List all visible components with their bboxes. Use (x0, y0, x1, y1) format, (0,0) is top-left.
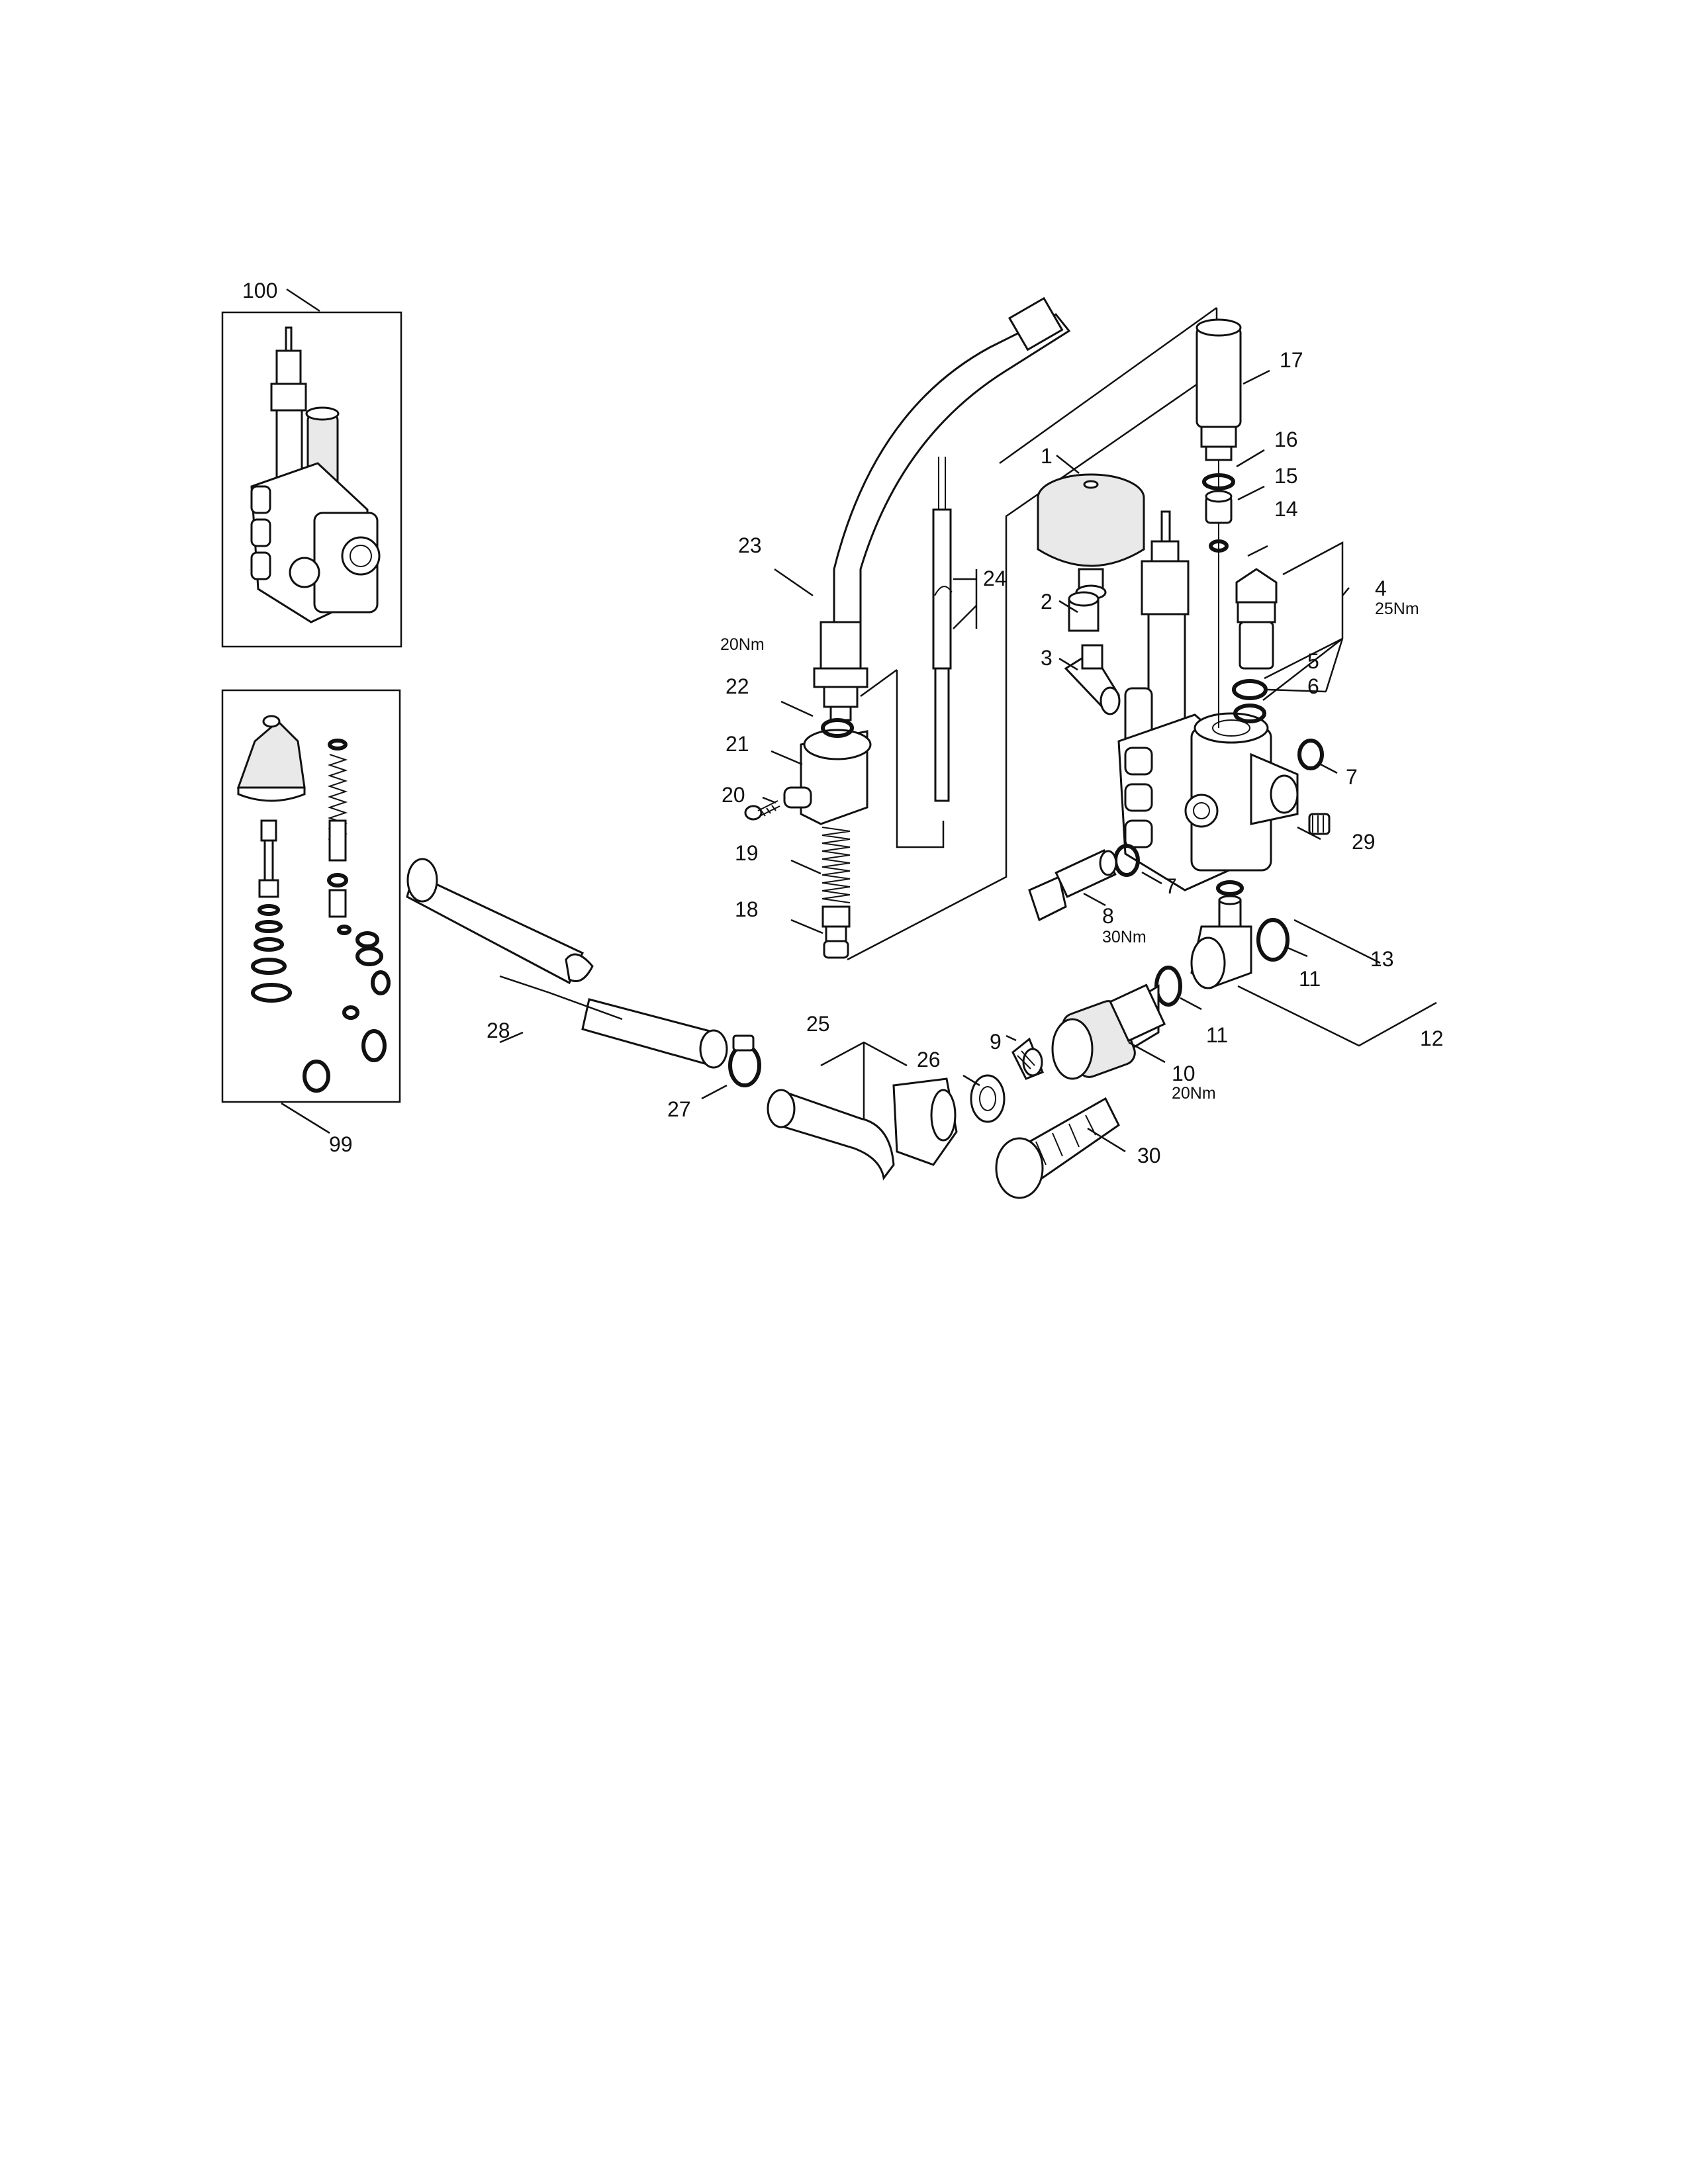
callout-99: 99 (329, 1132, 353, 1156)
callout-19: 19 (735, 841, 759, 865)
callout-24: 24 (983, 567, 1007, 590)
banjo-bolt-8-icon (1028, 848, 1117, 922)
o-ring-16 (1202, 473, 1235, 490)
o-ring-14 (1209, 539, 1229, 553)
elbow-12-icon (1190, 895, 1252, 989)
callout-10: 10 (1172, 1062, 1196, 1085)
callout-28: 28 (487, 1019, 510, 1042)
callout-11-left: 11 (1206, 1023, 1228, 1047)
callout-18: 18 (735, 897, 759, 921)
callout-13: 13 (1370, 947, 1394, 971)
callout-27: 27 (667, 1097, 691, 1121)
assembly-box-100: 100 (221, 279, 402, 648)
torque-8: 30Nm (1102, 928, 1147, 946)
callout-7-left: 7 (1165, 874, 1177, 898)
callout-5: 5 (1307, 649, 1319, 673)
manifold-21-icon (783, 729, 872, 825)
suction-hose-28-icon (406, 858, 728, 1069)
callout-6: 6 (1307, 674, 1319, 698)
callout-23: 23 (738, 533, 762, 557)
valve-stem-icon (251, 819, 292, 1003)
pressure-accumulator-icon (1037, 473, 1145, 600)
bracket-28 (499, 975, 623, 1021)
torque-4: 25Nm (1375, 600, 1419, 618)
callout-22: 22 (726, 674, 749, 698)
callout-20: 20 (722, 783, 745, 807)
callout-16: 16 (1274, 428, 1298, 451)
screw-29-icon (1308, 813, 1331, 835)
callout-1: 1 (1041, 444, 1053, 468)
callout-17: 17 (1280, 348, 1303, 372)
check-valve-housing-17-icon (1196, 318, 1242, 461)
o-ring-11-right (1256, 918, 1289, 962)
torque-10: 20Nm (1172, 1084, 1216, 1103)
high-pressure-hose-icon (813, 296, 1071, 721)
bracket-21-24-top (860, 668, 898, 698)
valve-block-icon (1117, 510, 1299, 891)
knob-cap-icon (236, 715, 306, 802)
filter-cone-30-icon (995, 1097, 1120, 1199)
callout-11-right: 11 (1299, 967, 1321, 991)
valve-insert-15-icon (1205, 490, 1233, 524)
callout-30: 30 (1137, 1144, 1161, 1167)
callout-7-right: 7 (1346, 765, 1358, 789)
kit-box-99: 99 (221, 689, 401, 1156)
inlet-fitting-10-icon (1051, 983, 1166, 1080)
spring-19-icon (821, 827, 851, 903)
hose-elbow-25-icon (767, 1077, 958, 1181)
o-ring-11-left (1154, 966, 1182, 1007)
callout-26: 26 (917, 1048, 941, 1071)
callout-14: 14 (1274, 497, 1298, 521)
o-ring-22 (821, 718, 854, 738)
callout-12: 12 (1420, 1026, 1444, 1050)
bracket-4 (1262, 541, 1344, 701)
bracket-4-inner (1264, 637, 1343, 680)
callout-21: 21 (726, 732, 749, 756)
hose-clamp-icon (728, 1034, 761, 1087)
torque-23: 20Nm (720, 635, 765, 654)
callout-25: 25 (806, 1012, 830, 1036)
o-ring-5 (1232, 679, 1268, 700)
callout-8: 8 (1102, 904, 1114, 928)
control-rod-icon (932, 457, 953, 802)
o-ring-7-right (1297, 739, 1324, 770)
plug-4-icon (1235, 568, 1278, 670)
callout-29: 29 (1352, 830, 1376, 854)
callout-15: 15 (1274, 464, 1298, 488)
nut-2-icon (1068, 591, 1100, 632)
leader-lines (499, 369, 1381, 1153)
callout-4: 4 (1375, 576, 1387, 600)
strainer-9-icon (1011, 1037, 1044, 1080)
washer-26-icon (970, 1074, 1006, 1123)
o-ring-6 (1233, 704, 1266, 723)
bracket-12 (1237, 985, 1437, 1047)
bracket-21-24 (896, 670, 945, 848)
o-ring-13 (1216, 880, 1244, 896)
frame-top-diagonal (999, 306, 1217, 465)
callout-2: 2 (1041, 590, 1053, 614)
callout-100: 100 (242, 279, 277, 302)
valve-assembly-icon (250, 326, 381, 623)
elbow-3-icon (1064, 644, 1121, 715)
callout-3: 3 (1041, 646, 1053, 670)
screw-20-icon (744, 800, 780, 821)
callout-9: 9 (990, 1030, 1002, 1054)
nipple-18-icon (821, 905, 851, 959)
leader-13-line (1293, 919, 1361, 954)
spring-icon (303, 739, 391, 1093)
